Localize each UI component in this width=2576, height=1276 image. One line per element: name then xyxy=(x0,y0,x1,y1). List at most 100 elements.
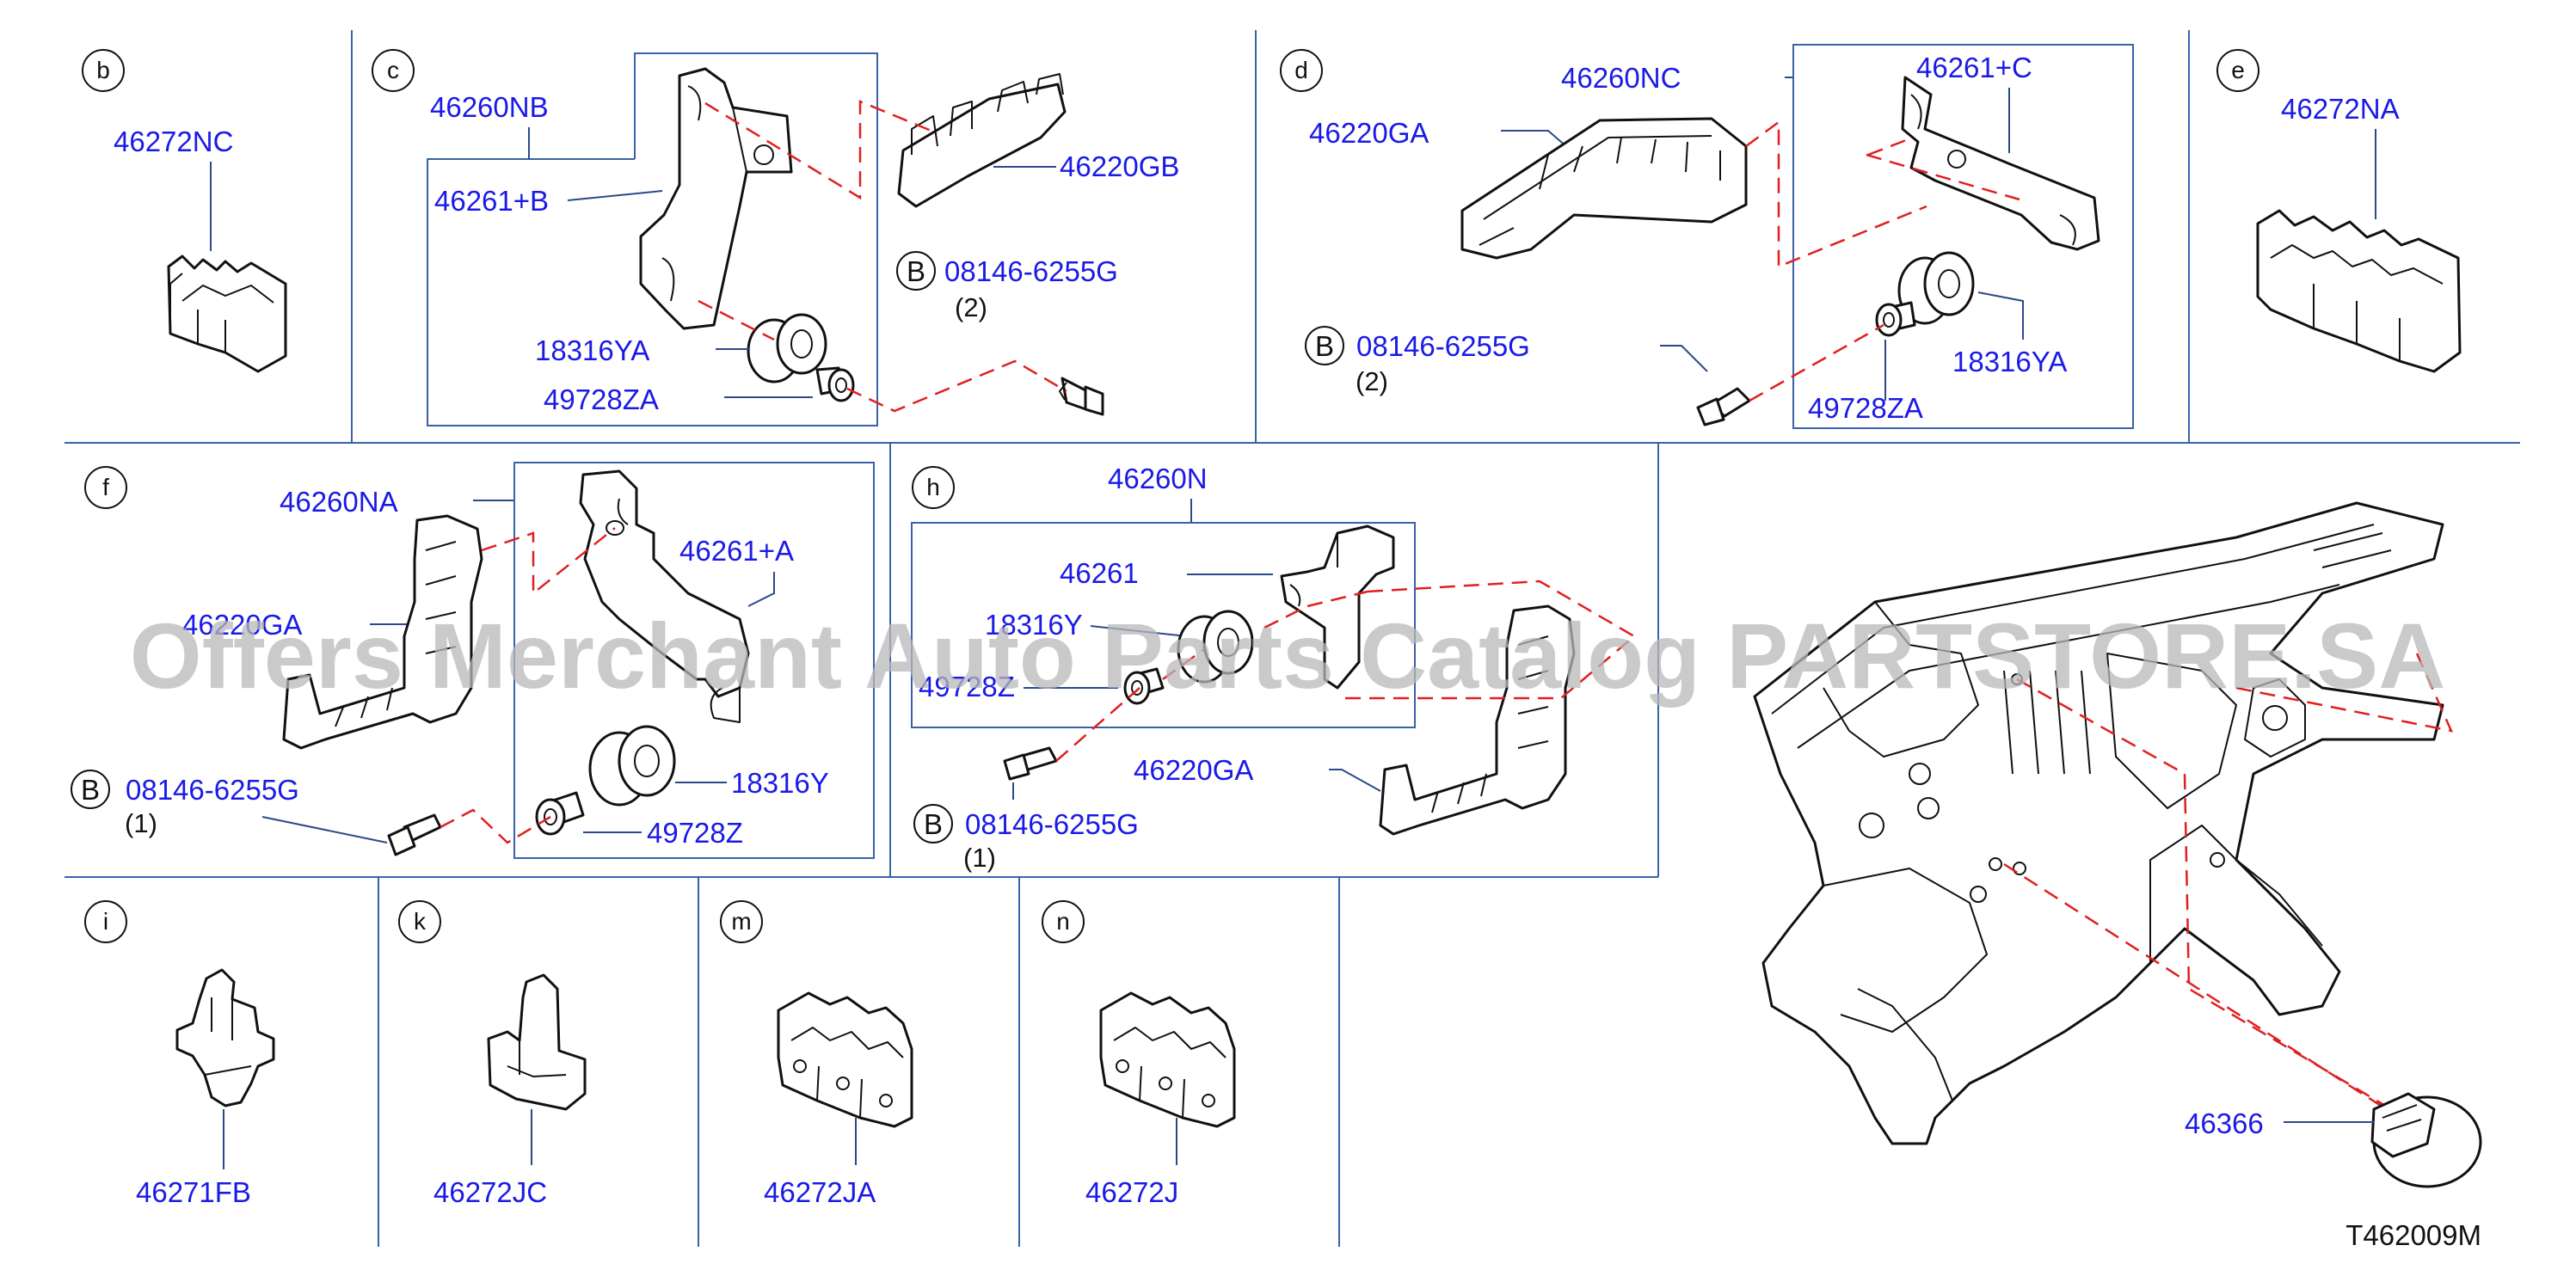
assembly-line xyxy=(704,100,938,200)
clip-46220GA xyxy=(1460,117,1748,260)
assembly-line xyxy=(2235,653,2454,733)
part-label-46260NB[interactable]: 46260NB xyxy=(430,91,549,123)
clip-46220GA xyxy=(1379,604,1576,836)
part-label-46260NA[interactable]: 46260NA xyxy=(280,486,398,518)
assembly-line xyxy=(1055,647,1205,762)
part-label-18316YA[interactable]: 18316YA xyxy=(535,334,649,366)
part-label-18316Y[interactable]: 18316Y xyxy=(731,767,829,799)
clip-46271FB xyxy=(175,968,275,1107)
bolt-08146-6255G xyxy=(1003,746,1058,781)
section-b-letter: b xyxy=(96,57,110,83)
bolt-code-marker xyxy=(913,804,953,844)
grommet-18316YA xyxy=(747,313,827,383)
section-d-marker xyxy=(1280,49,1323,92)
section-i-marker xyxy=(84,900,127,943)
section-h-marker xyxy=(912,466,955,509)
assembly-line xyxy=(1866,136,2020,201)
part-label-49728Z[interactable]: 49728Z xyxy=(919,671,1015,702)
bracket-46261 xyxy=(1280,525,1395,690)
part-label-46271FB[interactable]: 46271FB xyxy=(136,1176,251,1208)
assembly-line xyxy=(440,808,551,844)
section-d: d 46260NC 46261+C 46220GA 18316YA 4972 xyxy=(1280,44,2134,429)
bolt-08146-6255G xyxy=(1059,377,1104,416)
part-label-49728ZA[interactable]: 49728ZA xyxy=(544,383,659,415)
part-label-08146-6255G[interactable]: 08146-6255G xyxy=(126,774,299,806)
assembly-line xyxy=(2016,678,2392,1111)
section-n: n 46272J xyxy=(1042,900,1236,1208)
part-label-08146-6255G[interactable]: 08146-6255G xyxy=(965,808,1139,840)
section-n-marker xyxy=(1042,900,1085,943)
bracket-46261+A xyxy=(579,469,750,723)
part-label-46272J[interactable]: 46272J xyxy=(1085,1176,1178,1208)
kit-box-46260NC xyxy=(1792,44,2134,429)
part-label-46260NC[interactable]: 46260NC xyxy=(1561,62,1681,94)
section-e-letter: e xyxy=(2231,57,2245,83)
section-f-letter: f xyxy=(102,474,109,500)
kit-box-46260N xyxy=(911,522,1416,728)
part-label-46261+A[interactable]: 46261+A xyxy=(679,535,794,567)
diagram-id: T462009M xyxy=(2345,1219,2481,1251)
collar-49728ZA xyxy=(1875,301,1916,337)
section-m-marker xyxy=(720,900,763,943)
bracket-46261+C xyxy=(1901,76,2100,251)
bolt-08146-6255G xyxy=(1696,387,1751,426)
part-quantity: (1) xyxy=(963,843,996,873)
section-m: m 46272JA xyxy=(720,900,913,1208)
part-label-46260N[interactable]: 46260N xyxy=(1108,463,1208,494)
part-label-18316Y[interactable]: 18316Y xyxy=(985,609,1083,641)
leader-line xyxy=(261,816,388,844)
part-quantity: (2) xyxy=(1356,366,1388,396)
assembly-line xyxy=(846,359,1067,413)
section-e: e 46272NA xyxy=(2216,49,2462,373)
leader-line xyxy=(1660,345,1708,372)
watermark: Offers Merchant Auto Parts Catalog PARTS… xyxy=(130,604,2445,708)
leader-line xyxy=(1977,291,2024,340)
part-label-46272NC[interactable]: 46272NC xyxy=(114,126,233,157)
part-label-46366[interactable]: 46366 xyxy=(2185,1107,2264,1139)
section-c-letter: c xyxy=(387,57,399,83)
part-label-49728ZA[interactable]: 49728ZA xyxy=(1808,392,1923,424)
clip-46220GA xyxy=(282,514,483,750)
part-label-46220GB[interactable]: 46220GB xyxy=(1060,150,1179,182)
part-label-08146-6255G[interactable]: 08146-6255G xyxy=(944,255,1118,287)
part-label-46272JA[interactable]: 46272JA xyxy=(764,1176,876,1208)
clip-46272JC xyxy=(487,973,587,1111)
section-k: k 46272JC xyxy=(398,900,587,1208)
part-label-49728Z[interactable]: 49728Z xyxy=(647,817,743,849)
leader-line xyxy=(747,572,775,607)
section-h: h 46260N 46261 18316Y 49728Z 46220GA xyxy=(911,463,1637,873)
bolt-code-marker xyxy=(896,251,936,291)
part-label-46261+C[interactable]: 46261+C xyxy=(1916,52,2032,83)
bracket-46261+B xyxy=(639,67,793,330)
part-label-46220GA[interactable]: 46220GA xyxy=(1309,117,1429,149)
part-label-46272NA[interactable]: 46272NA xyxy=(2281,93,2400,125)
bolt-code-marker xyxy=(71,770,110,809)
part-label-46261[interactable]: 46261 xyxy=(1060,557,1139,589)
section-e-marker xyxy=(2216,49,2259,92)
grommet-46366 xyxy=(2370,1092,2482,1188)
part-label-08146-6255G[interactable]: 08146-6255G xyxy=(1356,330,1530,362)
part-label-46220GA[interactable]: 46220GA xyxy=(1134,754,1253,786)
leader-line xyxy=(1329,769,1381,792)
clip-46272NC xyxy=(167,255,287,373)
section-c: c 46260NB 46261+B 46220GB 18316YA 4972 xyxy=(372,49,1179,426)
assembly-line xyxy=(698,299,775,341)
collar-49728ZA xyxy=(815,366,855,402)
part-label-46220GA[interactable]: 46220GA xyxy=(182,609,302,641)
section-b: b 46272NC xyxy=(82,49,287,373)
bolt-code: B xyxy=(907,255,925,287)
body-panel-illustration: 46366 xyxy=(1753,501,2482,1188)
part-label-46261+B[interactable]: 46261+B xyxy=(434,185,549,217)
section-grid xyxy=(65,30,2520,1247)
collar-49728Z xyxy=(1123,667,1165,705)
clip-46272JA xyxy=(777,991,913,1128)
clip-46220GB xyxy=(897,73,1067,208)
section-h-letter: h xyxy=(926,474,940,500)
section-i: i 46271FB xyxy=(84,900,275,1208)
leader-line xyxy=(1090,625,1188,637)
part-label-18316YA[interactable]: 18316YA xyxy=(1952,346,2067,377)
bolt-code: B xyxy=(1315,330,1334,362)
section-n-letter: n xyxy=(1056,908,1070,935)
part-label-46272JC[interactable]: 46272JC xyxy=(433,1176,547,1208)
section-k-letter: k xyxy=(414,908,427,935)
